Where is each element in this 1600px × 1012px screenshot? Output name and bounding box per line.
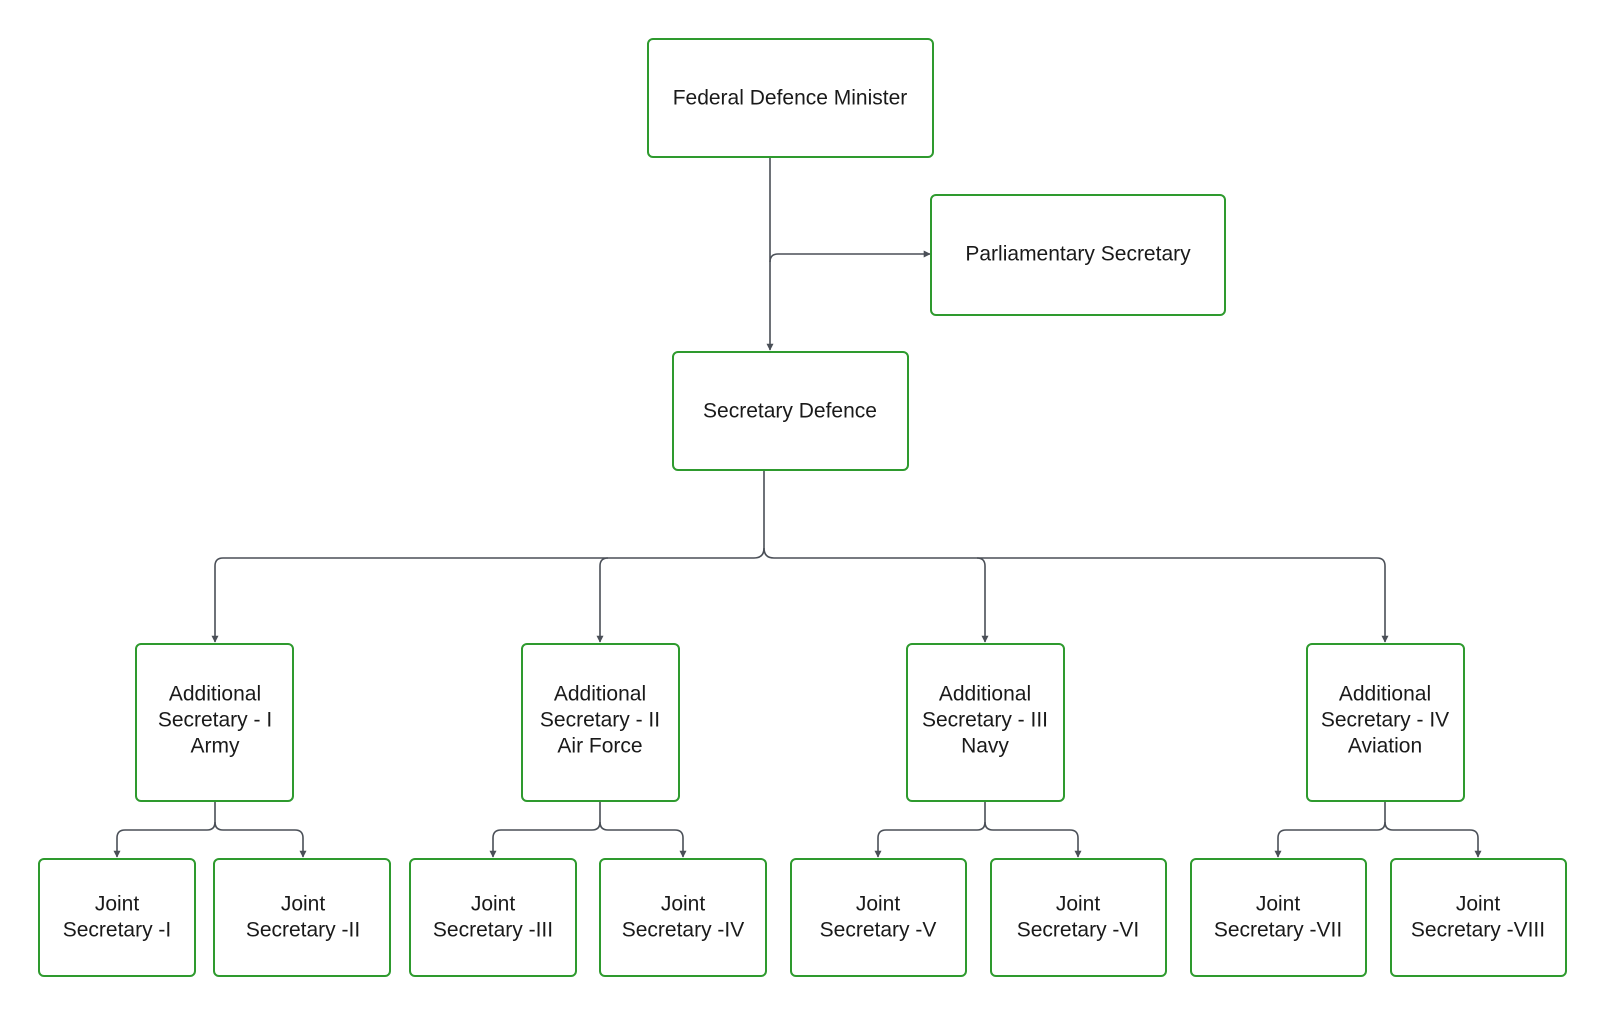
node-joint-secretary-viii: Joint Secretary -VIII — [1390, 858, 1567, 977]
node-box — [1390, 858, 1567, 977]
node-box — [672, 351, 909, 471]
node-label: Aviation — [1348, 735, 1422, 758]
node-label: Joint — [1256, 893, 1301, 916]
edge-as3-js6 — [984, 821, 1082, 858]
node-joint-secretary-iii: Joint Secretary -III — [409, 858, 577, 977]
node-additional-secretary-i: Additional Secretary - I Army — [135, 643, 294, 802]
edge-secretary-as2 — [596, 557, 609, 643]
edge-minister-parliamentary — [769, 250, 931, 263]
node-label: Secretary - II — [540, 709, 660, 732]
node-box — [38, 858, 196, 977]
node-label: Joint — [1456, 893, 1501, 916]
node-additional-secretary-iii: Additional Secretary - III Navy — [906, 643, 1065, 802]
edge-secretary-as3 — [763, 547, 989, 643]
edge-as2-js4 — [599, 821, 687, 858]
node-label: Secretary Defence — [703, 400, 877, 423]
node-label: Additional — [169, 683, 261, 706]
node-label: Additional — [939, 683, 1031, 706]
node-label: Joint — [471, 893, 516, 916]
node-label: Secretary -I — [63, 919, 172, 942]
edge-secretary-as4 — [977, 557, 1389, 643]
node-joint-secretary-i: Joint Secretary -I — [38, 858, 196, 977]
node-box — [930, 194, 1226, 316]
node-label: Navy — [961, 735, 1009, 758]
node-label: Secretary - I — [158, 709, 272, 732]
node-joint-secretary-vi: Joint Secretary -VI — [990, 858, 1167, 977]
node-label: Secretary -IV — [622, 919, 745, 942]
node-label: Secretary -VI — [1017, 919, 1140, 942]
node-additional-secretary-ii: Additional Secretary - II Air Force — [521, 643, 680, 802]
node-label: Secretary -III — [433, 919, 553, 942]
node-box — [1190, 858, 1367, 977]
node-label: Joint — [1056, 893, 1101, 916]
node-box — [409, 858, 577, 977]
node-parliamentary-secretary: Parliamentary Secretary — [930, 194, 1226, 316]
node-label: Secretary -VII — [1214, 919, 1342, 942]
node-label: Air Force — [557, 735, 642, 758]
edge-as4-js7 — [1274, 802, 1386, 858]
edge-as1-js1 — [113, 802, 216, 858]
node-label: Secretary -V — [820, 919, 937, 942]
node-label: Army — [191, 735, 240, 758]
node-box — [647, 38, 934, 158]
node-secretary-defence: Secretary Defence — [672, 351, 909, 471]
node-label: Additional — [554, 683, 646, 706]
node-box — [599, 858, 767, 977]
node-label: Joint — [661, 893, 706, 916]
node-box — [1306, 643, 1465, 802]
edge-as4-js8 — [1384, 821, 1482, 858]
node-label: Secretary -VIII — [1411, 919, 1545, 942]
node-box — [906, 643, 1065, 802]
node-box — [521, 643, 680, 802]
node-label: Secretary -II — [246, 919, 360, 942]
node-joint-secretary-v: Joint Secretary -V — [790, 858, 967, 977]
node-label: Parliamentary Secretary — [965, 243, 1191, 266]
node-label: Secretary - III — [922, 709, 1048, 732]
edge-as3-js5 — [874, 802, 986, 858]
node-joint-secretary-ii: Joint Secretary -II — [213, 858, 391, 977]
edge-as1-js2 — [214, 821, 307, 858]
node-box — [790, 858, 967, 977]
edge-secretary-as1 — [211, 547, 765, 643]
node-label: Additional — [1339, 683, 1431, 706]
node-label: Joint — [856, 893, 901, 916]
node-box — [213, 858, 391, 977]
node-federal-defence-minister: Federal Defence Minister — [647, 38, 934, 158]
node-label: Secretary - IV — [1321, 709, 1449, 732]
edge-as2-js3 — [489, 802, 601, 858]
connectors — [113, 157, 1482, 858]
node-label: Joint — [281, 893, 326, 916]
node-joint-secretary-vii: Joint Secretary -VII — [1190, 858, 1367, 977]
node-label: Federal Defence Minister — [673, 87, 908, 110]
node-additional-secretary-iv: Additional Secretary - IV Aviation — [1306, 643, 1465, 802]
node-box — [135, 643, 294, 802]
node-box — [990, 858, 1167, 977]
node-joint-secretary-iv: Joint Secretary -IV — [599, 858, 767, 977]
node-label: Joint — [95, 893, 140, 916]
